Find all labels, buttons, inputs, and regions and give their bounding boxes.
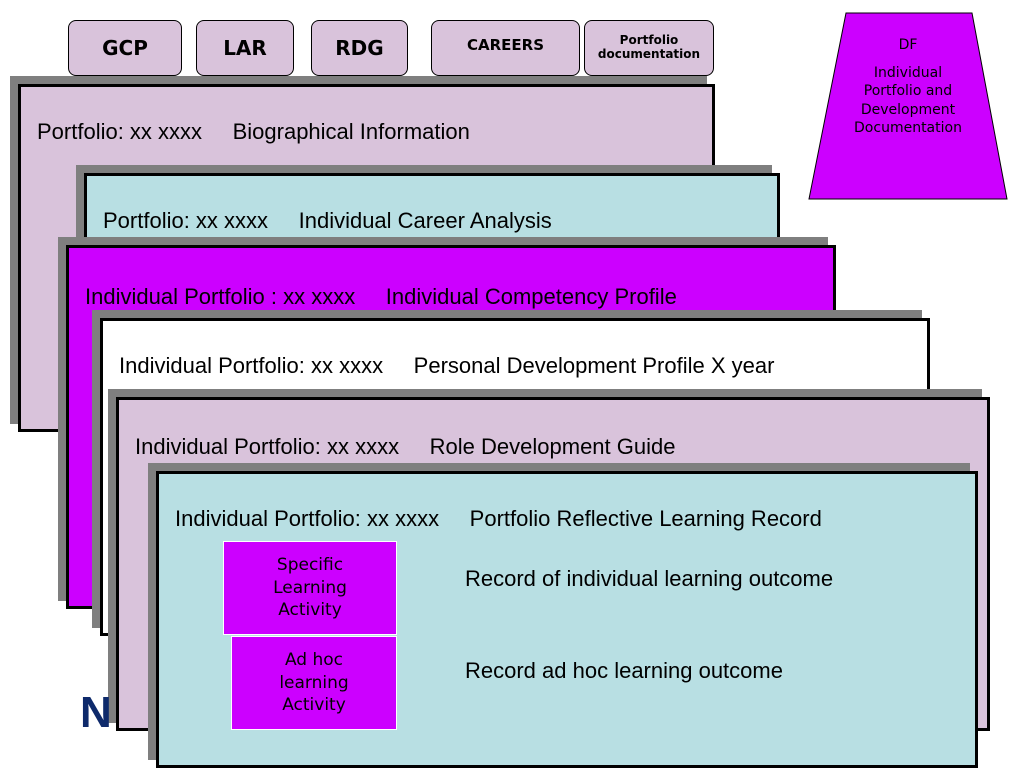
card-title: Individual Portfolio: xx xxxx Personal D… (119, 353, 775, 378)
tab-gcp[interactable]: GCP (68, 20, 182, 76)
df-box: DF Individual Portfolio and Development … (808, 12, 1008, 200)
tab-lar[interactable]: LAR (196, 20, 294, 76)
card-portfolio-reflective-learning-record[interactable]: Individual Portfolio: xx xxxx Portfolio … (156, 471, 978, 768)
learning-outcome-text: Record of individual learning outcome (465, 566, 834, 591)
card-title: Portfolio: xx xxxx Biographical Informat… (37, 119, 470, 144)
df-text: DF Individual Portfolio and Development … (808, 36, 1008, 137)
activity-label: Ad hoc learning Activity (279, 649, 349, 716)
df-title: DF (898, 37, 918, 53)
df-description: Individual Portfolio and Development Doc… (854, 65, 962, 136)
card-title: Individual Portfolio: xx xxxx Portfolio … (175, 506, 822, 531)
tab-rdg[interactable]: RDG (311, 20, 408, 76)
card-title: Individual Portfolio : xx xxxx Individua… (85, 284, 677, 309)
ad-hoc-learning-activity-box[interactable]: Ad hoc learning Activity (231, 636, 397, 730)
card-title: Individual Portfolio: xx xxxx Role Devel… (135, 434, 676, 459)
specific-learning-activity-box[interactable]: Specific Learning Activity (223, 541, 397, 635)
logo-fragment: N (80, 688, 112, 737)
tab-portfolio-documentation[interactable]: Portfolio documentation (584, 20, 714, 76)
tab-careers[interactable]: CAREERS (431, 20, 580, 76)
ad-hoc-outcome-text: Record ad hoc learning outcome (465, 658, 783, 683)
activity-label: Specific Learning Activity (273, 554, 347, 621)
df-trapezoid-shape (808, 12, 1008, 200)
card-title: Portfolio: xx xxxx Individual Career Ana… (103, 208, 552, 233)
